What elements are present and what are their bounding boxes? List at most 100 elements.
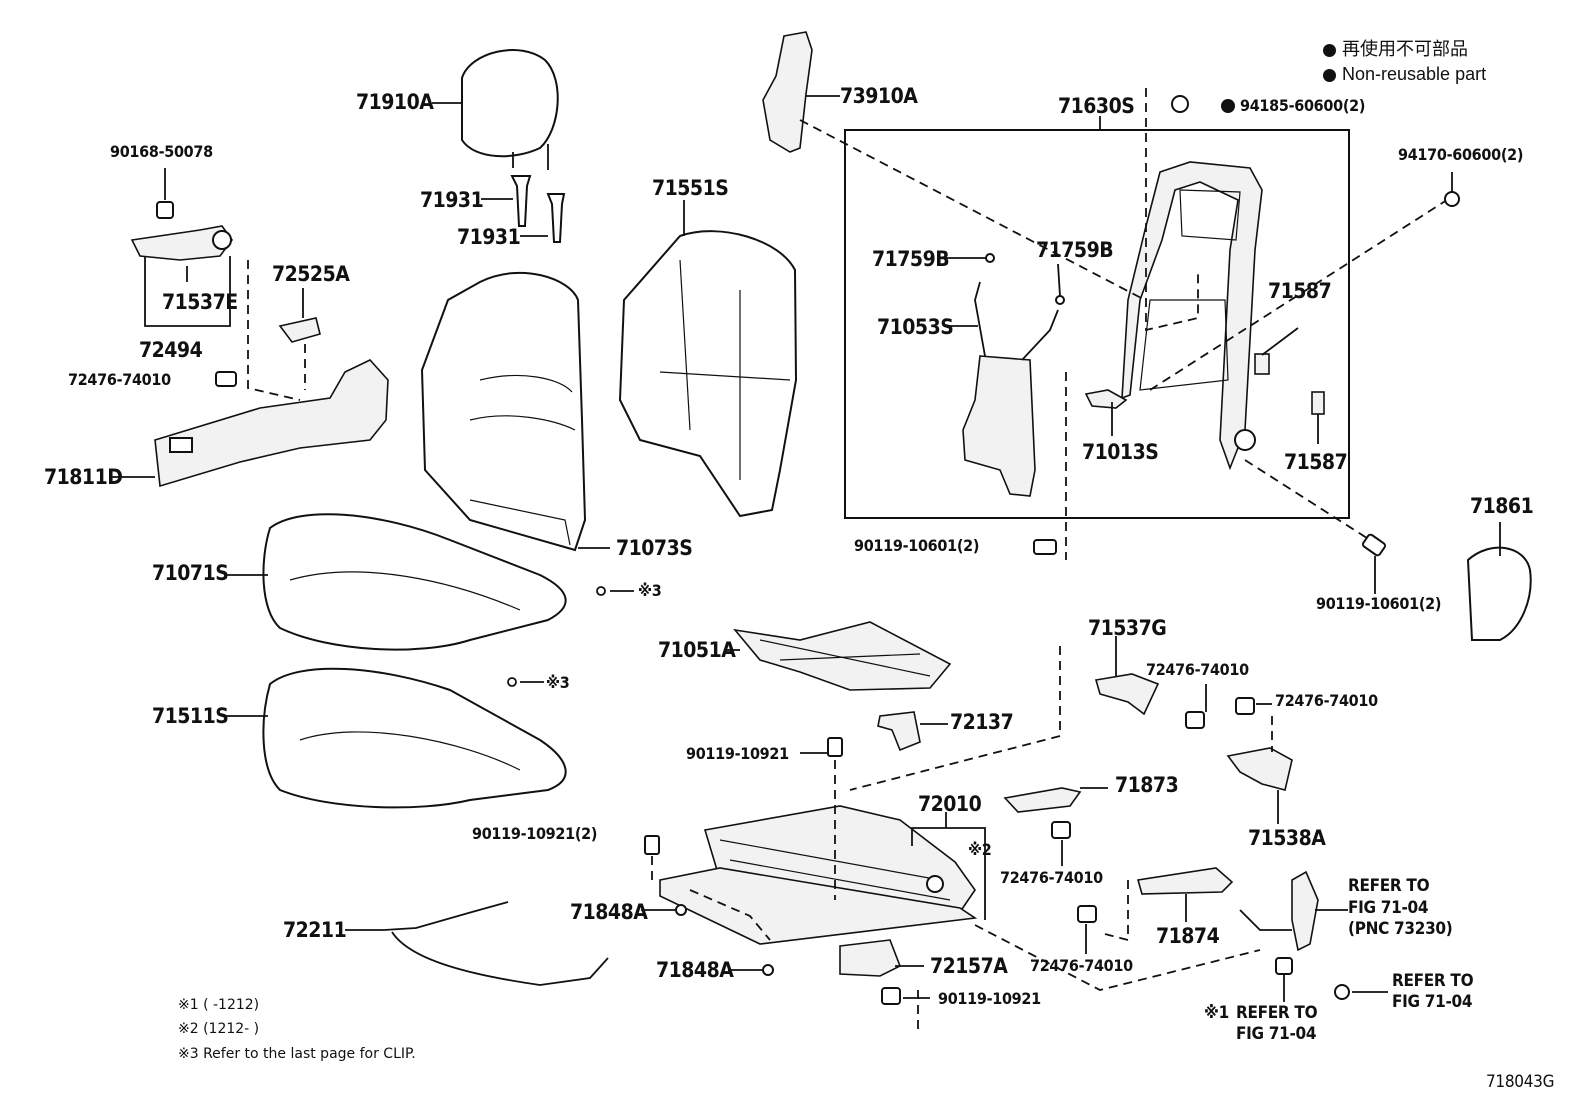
part-label-71910a[interactable]: 71910A bbox=[356, 90, 434, 114]
part-label-72476-d[interactable]: 72476-74010 bbox=[1000, 868, 1103, 887]
part-label-90119-10921-c[interactable]: 90119-10921 bbox=[938, 989, 1041, 1008]
nut-94185 bbox=[1171, 95, 1189, 113]
screw-72476-c bbox=[1235, 697, 1255, 715]
part-label-72137[interactable]: 72137 bbox=[950, 710, 1014, 734]
buckle-assembly bbox=[1291, 870, 1319, 952]
wire-72211 bbox=[383, 901, 509, 931]
bolt-90119-10921-c bbox=[881, 987, 901, 1005]
refer-pnc-label[interactable]: (PNC 73230) bbox=[1348, 919, 1453, 939]
part-label-71861[interactable]: 71861 bbox=[1470, 494, 1534, 518]
part-label-71071s[interactable]: 71071S bbox=[152, 561, 229, 585]
part-label-71551s[interactable]: 71551S bbox=[652, 176, 729, 200]
part-label-73910a[interactable]: 73910A bbox=[840, 84, 918, 108]
part-label-90119-10921-a[interactable]: 90119-10921 bbox=[686, 744, 789, 763]
note-3: ※3 Refer to the last page for CLIP. bbox=[178, 1046, 416, 1062]
nut-94170 bbox=[1444, 191, 1460, 207]
part-label-72494[interactable]: 72494 bbox=[139, 338, 203, 362]
note-2: ※2 (1212- ) bbox=[178, 1021, 260, 1037]
refer-to-label-1[interactable]: REFER TO bbox=[1348, 876, 1430, 896]
screw-72476-b bbox=[1185, 711, 1205, 729]
clip-3-a bbox=[596, 586, 606, 596]
clip-note-mark-b: ※3 bbox=[546, 673, 570, 692]
bolt-90119-10601-a bbox=[1033, 539, 1057, 555]
figure-id: 718043G bbox=[1486, 1072, 1555, 1092]
part-label-71587-b[interactable]: 71587 bbox=[1284, 450, 1348, 474]
part-label-72476-e[interactable]: 72476-74010 bbox=[1030, 956, 1133, 975]
refer-to-label-3[interactable]: REFER TO bbox=[1236, 1003, 1318, 1023]
part-label-71874[interactable]: 71874 bbox=[1156, 924, 1220, 948]
part-label-90168[interactable]: 90168-50078 bbox=[110, 142, 213, 161]
clip-71848a-a bbox=[675, 904, 687, 916]
refer-fig-label-3[interactable]: FIG 71-04 bbox=[1236, 1024, 1317, 1044]
nonreusable-dot-icon bbox=[1323, 43, 1336, 57]
part-label-72010[interactable]: 72010 bbox=[918, 792, 982, 816]
screw-90168 bbox=[156, 201, 174, 219]
part-label-71873[interactable]: 71873 bbox=[1115, 773, 1179, 797]
part-label-72525a[interactable]: 72525A bbox=[272, 262, 350, 286]
seat-spring-drawing bbox=[725, 621, 952, 691]
cushion-pad-drawing bbox=[224, 667, 567, 809]
part-label-72211[interactable]: 72211 bbox=[283, 918, 347, 942]
anchor-bolt bbox=[1275, 957, 1293, 975]
pad-71759b-a bbox=[985, 253, 995, 263]
part-label-90119-10601-left[interactable]: 90119-10601(2) bbox=[854, 536, 980, 555]
nonreusable-dot-icon bbox=[1323, 68, 1336, 82]
cover-72157a bbox=[839, 939, 902, 977]
part-label-71848a-a[interactable]: 71848A bbox=[570, 900, 648, 924]
shield-cover-drawing bbox=[762, 31, 840, 153]
part-label-71931-b[interactable]: 71931 bbox=[457, 225, 521, 249]
headrest-guide-drawing bbox=[481, 175, 566, 243]
seatback-frame-box bbox=[844, 129, 1350, 519]
cover-72137 bbox=[877, 711, 921, 752]
part-label-71073s[interactable]: 71073S bbox=[616, 536, 693, 560]
part-label-72157a[interactable]: 72157A bbox=[930, 954, 1008, 978]
part-label-94185[interactable]: 94185-60600(2) bbox=[1240, 96, 1366, 115]
cushion-cover-drawing bbox=[224, 513, 567, 651]
part-label-71053s[interactable]: 71053S bbox=[877, 315, 954, 339]
screw-72476-e bbox=[1077, 905, 1097, 923]
refer-note-mark-3: ※1 bbox=[1204, 1003, 1229, 1023]
refer-fig-label-2[interactable]: FIG 71-04 bbox=[1392, 992, 1473, 1012]
anchor-nut bbox=[1334, 984, 1350, 1000]
note-1: ※1 ( -1212) bbox=[178, 997, 260, 1013]
part-label-72476-b[interactable]: 72476-74010 bbox=[1146, 660, 1249, 679]
part-label-72476-a[interactable]: 72476-74010 bbox=[68, 370, 171, 389]
clip-71587-a bbox=[1254, 353, 1270, 375]
refer-fig-label-1[interactable]: FIG 71-04 bbox=[1348, 898, 1429, 918]
part-label-71848a-b[interactable]: 71848A bbox=[656, 958, 734, 982]
bracket-drawing bbox=[1084, 389, 1128, 409]
part-label-72476-c[interactable]: 72476-74010 bbox=[1275, 691, 1378, 710]
bolt-90119-10921-b bbox=[644, 835, 660, 855]
part-label-71538a[interactable]: 71538A bbox=[1248, 826, 1326, 850]
screw-72476-d bbox=[1051, 821, 1071, 839]
seatback-frame-drawing bbox=[1121, 161, 1263, 471]
part-label-71759b-left[interactable]: 71759B bbox=[872, 247, 950, 271]
clip-71587-b bbox=[1311, 391, 1325, 415]
part-label-71051a[interactable]: 71051A bbox=[658, 638, 736, 662]
cap-71861 bbox=[1466, 546, 1532, 641]
seatback-pad-drawing bbox=[420, 272, 610, 552]
bolt-90119-10921-a bbox=[827, 737, 843, 757]
clip-71848a-b bbox=[762, 964, 774, 976]
legend-nonreusable-en: Non-reusable part bbox=[1323, 65, 1486, 83]
part-label-71537e[interactable]: 71537E bbox=[162, 290, 238, 314]
part-label-71587-a[interactable]: 71587 bbox=[1268, 279, 1332, 303]
cover-72525a bbox=[278, 317, 321, 343]
part-label-71811d[interactable]: 71811D bbox=[44, 465, 123, 489]
part-label-71013s[interactable]: 71013S bbox=[1082, 440, 1159, 464]
part-label-90119-10921-b[interactable]: 90119-10921(2) bbox=[472, 824, 598, 843]
note-2-mark: ※2 bbox=[968, 840, 992, 859]
headrest-drawing bbox=[432, 49, 559, 170]
part-label-94170[interactable]: 94170-60600(2) bbox=[1398, 145, 1524, 164]
legend-line2: Non-reusable part bbox=[1342, 64, 1487, 84]
part-label-71537g[interactable]: 71537G bbox=[1088, 616, 1167, 640]
cover-71874 bbox=[1136, 867, 1234, 895]
part-label-71931-a[interactable]: 71931 bbox=[420, 188, 484, 212]
part-label-71511s[interactable]: 71511S bbox=[152, 704, 229, 728]
part-label-90119-10601-right[interactable]: 90119-10601(2) bbox=[1316, 594, 1442, 613]
bolt-90119-10601-b bbox=[1361, 533, 1387, 557]
refer-to-label-2[interactable]: REFER TO bbox=[1392, 971, 1474, 991]
part-label-71759b-right[interactable]: 71759B bbox=[1036, 238, 1114, 262]
part-label-71630s[interactable]: 71630S bbox=[1058, 94, 1135, 118]
